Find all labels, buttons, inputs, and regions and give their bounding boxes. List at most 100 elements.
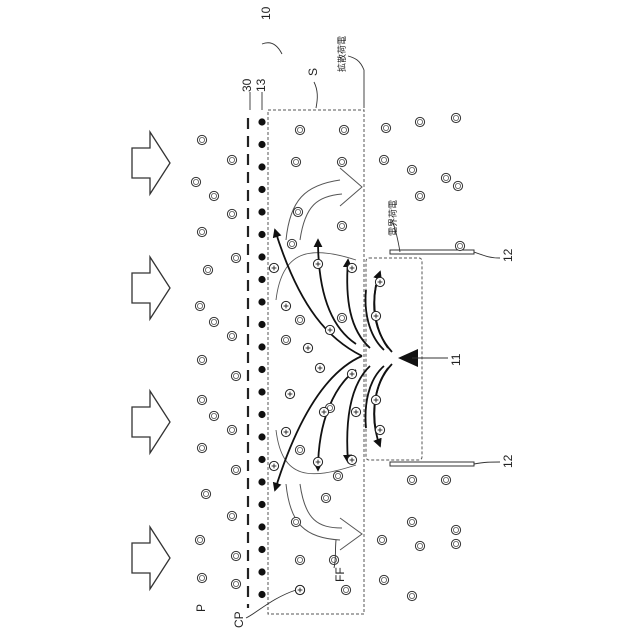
particle-icon (295, 125, 304, 134)
particle-icon (227, 425, 236, 434)
charged-particle-icon (281, 301, 290, 310)
particle-icon (295, 555, 304, 564)
electrode-dot (258, 298, 265, 305)
electrode-dot (258, 523, 265, 530)
particle-icon (377, 535, 386, 544)
airflow-arrow-icon (132, 132, 170, 194)
label-electrode: 13 (254, 78, 268, 92)
particle-icon (379, 575, 388, 584)
particle-icon (295, 315, 304, 324)
particle-icon (197, 135, 206, 144)
flow-lines (275, 230, 392, 490)
electrode-dot (258, 253, 265, 260)
particle-icon (337, 221, 346, 230)
electrode-dot (258, 163, 265, 170)
particle-icon (407, 591, 416, 600)
charged-particle-icon (269, 263, 278, 272)
electrode-dot (258, 208, 265, 215)
particle-icon (415, 191, 424, 200)
plate-lower (390, 462, 474, 466)
charged-particle-icon (325, 325, 334, 334)
electrode-dot (258, 546, 265, 553)
particle-icon (333, 471, 342, 480)
particle-icon (291, 517, 300, 526)
particle-icon (231, 579, 240, 588)
airflow-arrows (132, 132, 170, 589)
charged-particle-icon (347, 369, 356, 378)
particle-icon (407, 517, 416, 526)
electrode-dot (258, 141, 265, 148)
electrode-dot (258, 321, 265, 328)
particle-icon (197, 395, 206, 404)
electrode-dot (258, 433, 265, 440)
particle-icon (291, 157, 300, 166)
charged-particles (269, 259, 384, 594)
label-emitter: 11 (449, 353, 463, 366)
charged-particle-icon (347, 263, 356, 272)
particle-icon (379, 155, 388, 164)
particle-icon (203, 265, 212, 274)
charged-particle-icon (303, 343, 312, 352)
particle-icon (231, 465, 240, 474)
electrode-dot (258, 276, 265, 283)
particle-icon (415, 117, 424, 126)
charged-particle-icon (269, 461, 278, 470)
electrode-dot (258, 568, 265, 575)
particle-icon (407, 475, 416, 484)
airflow-arrow-icon (132, 527, 170, 589)
label-plate-lower: 12 (501, 454, 515, 468)
particle-icon (451, 539, 460, 548)
electrode-dot (258, 591, 265, 598)
particle-icon (209, 317, 218, 326)
particles (191, 113, 464, 600)
particle-icon (227, 155, 236, 164)
label-grid: 30 (240, 78, 254, 92)
electrode-dot (258, 388, 265, 395)
particle-icon (197, 355, 206, 364)
particle-icon (227, 209, 236, 218)
particle-icon (231, 551, 240, 560)
particle-icon (441, 475, 450, 484)
particle-icon (281, 335, 290, 344)
electrode-dot (258, 366, 265, 373)
particle-icon (455, 241, 464, 250)
particle-icon (441, 173, 450, 182)
charged-particle-icon (315, 363, 324, 372)
electrode-dot (258, 411, 265, 418)
electrode-dot (258, 186, 265, 193)
particle-icon (197, 227, 206, 236)
charged-particle-icon (281, 427, 290, 436)
charged-particle-icon (351, 407, 360, 416)
charged-particle-icon (375, 277, 384, 286)
particle-icon (231, 371, 240, 380)
label-region-s: S (306, 68, 320, 76)
particle-icon (195, 535, 204, 544)
leader-lines (246, 43, 500, 618)
charged-particle-icon (347, 455, 356, 464)
particle-icon (337, 313, 346, 322)
particle-icon (451, 525, 460, 534)
electrode-dots (258, 118, 265, 598)
charged-particle-icon (371, 395, 380, 404)
particle-icon (295, 445, 304, 454)
particle-icon (209, 411, 218, 420)
charged-particle-icon (371, 311, 380, 320)
charged-particle-icon (295, 585, 304, 594)
electrode-dot (258, 343, 265, 350)
particle-icon (337, 157, 346, 166)
charged-particle-icon (375, 425, 384, 434)
particle-icon (287, 239, 296, 248)
electrode-dot (258, 231, 265, 238)
label-flow: FF (333, 567, 347, 582)
label-field-charging: 電界荷電 (388, 200, 399, 236)
particle-icon (197, 443, 206, 452)
particle-icon (329, 555, 338, 564)
electrode-dot (258, 501, 265, 508)
particle-icon (231, 253, 240, 262)
particle-icon (451, 113, 460, 122)
electrode-dot (258, 456, 265, 463)
label-diffusion-charging: 拡散荷電 (336, 36, 348, 72)
label-charged-particle: CP (232, 611, 246, 628)
label-plate-upper: 12 (501, 248, 515, 262)
